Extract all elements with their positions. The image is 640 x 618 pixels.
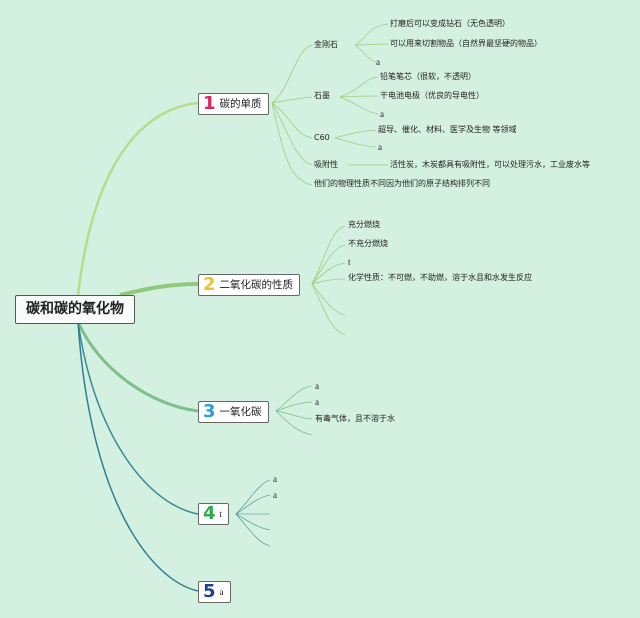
topic-adsorption[interactable]: 吸附性: [314, 160, 338, 169]
branch-number-2: 2: [203, 274, 216, 295]
branch-number-1: 1: [203, 93, 216, 114]
branch-label-3: 一氧化碳: [219, 406, 262, 418]
leaf-c60-1[interactable]: 超导、催化、材料、医学及生物 等领域: [378, 125, 517, 134]
topic-graphite[interactable]: 石墨: [314, 91, 330, 100]
leaf-diamond-3[interactable]: a: [376, 57, 380, 67]
branch-node-1[interactable]: 1 碳的单质: [198, 93, 269, 115]
branch-node-3[interactable]: 3 一氧化碳: [198, 401, 269, 423]
root-node[interactable]: 碳和碳的氧化物: [15, 295, 135, 324]
leaf-co-3[interactable]: 有毒气体，且不溶于水: [315, 414, 395, 423]
leaf-diamond-2[interactable]: 可以用来切割物品（自然界最坚硬的物品）: [390, 39, 542, 48]
leaf-adsorption-1[interactable]: 活性炭，木炭都具有吸附性，可以处理污水，工业废水等: [390, 160, 590, 169]
branch-node-5[interactable]: 5 a: [198, 581, 231, 603]
leaf-co2-4[interactable]: 化学性质：不可燃，不助燃，溶于水且和水发生反应: [348, 273, 532, 282]
root-label: 碳和碳的氧化物: [26, 301, 124, 317]
branch-label-2: 二氧化碳的性质: [219, 279, 294, 291]
leaf-co-2[interactable]: a: [315, 397, 319, 407]
leaf-c60-2[interactable]: a: [378, 142, 382, 152]
branch-label-1: 碳的单质: [219, 98, 262, 110]
branch-number-3: 3: [203, 401, 216, 422]
leaf-co-1[interactable]: a: [315, 381, 319, 391]
branch-node-2[interactable]: 2 二氧化碳的性质: [198, 274, 301, 296]
leaf-graphite-1[interactable]: 铅笔笔芯（很软，不透明）: [380, 72, 476, 81]
branch-label-5: a: [219, 587, 224, 597]
branch-node-4[interactable]: 4 t: [198, 503, 230, 525]
leaf-co2-3[interactable]: t: [348, 257, 351, 267]
topic-diamond[interactable]: 金刚石: [314, 40, 338, 49]
leaf-b4-2[interactable]: a: [273, 490, 277, 500]
leaf-co2-1[interactable]: 充分燃烧: [348, 220, 380, 229]
leaf-graphite-3[interactable]: a: [380, 109, 384, 119]
leaf-b4-1[interactable]: a: [273, 474, 277, 484]
leaf-co2-2[interactable]: 不充分燃烧: [348, 239, 388, 248]
leaf-graphite-2[interactable]: 干电池电极（优良的导电性）: [380, 91, 484, 100]
note-structure[interactable]: 他们的物理性质不同因为他们的原子结构排列不同: [314, 179, 490, 188]
leaf-diamond-1[interactable]: 打磨后可以变成钻石（无色透明）: [390, 19, 510, 28]
branch-number-5: 5: [203, 581, 216, 602]
topic-c60[interactable]: C60: [314, 133, 330, 142]
branch-label-4: t: [219, 509, 223, 519]
branch-number-4: 4: [203, 503, 216, 524]
